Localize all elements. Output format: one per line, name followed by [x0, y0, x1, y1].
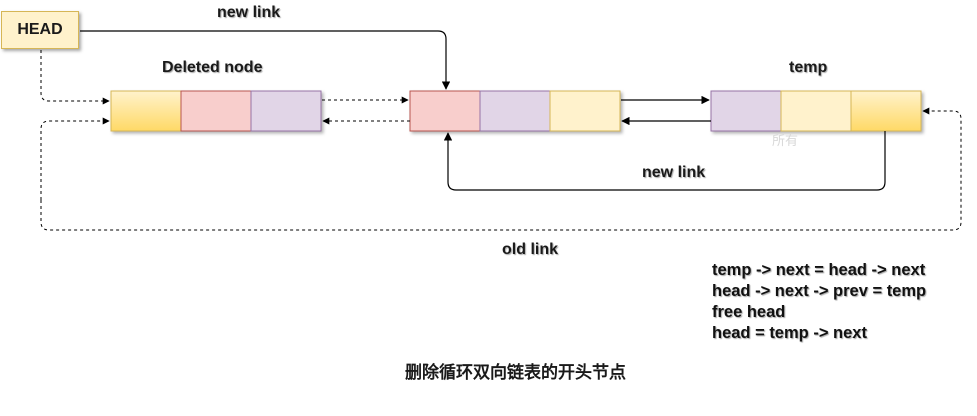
middle-node-cell-1 [409, 90, 481, 132]
new-link-top-arrow [80, 30, 451, 90]
head-to-deleted-arrow [40, 50, 110, 105]
temp-node-cell-3 [850, 90, 922, 132]
old-link-arrow-to-deleted [40, 117, 110, 200]
temp-node-cell-1 [710, 90, 782, 132]
watermark: 所有 [772, 133, 799, 148]
code-line-4: head = temp -> next [712, 324, 867, 342]
middle-node-cell-3 [549, 90, 621, 132]
deleted-node-cell-3 [250, 90, 322, 132]
code-block: temp -> next = head -> next head -> next… [712, 260, 926, 344]
head-label: HEAD [17, 21, 63, 38]
temp-label: temp [789, 59, 828, 76]
deleted-node-cell-2 [180, 90, 252, 132]
deleted-node-cell-1 [110, 90, 182, 132]
code-line-2: head -> next -> prev = temp [712, 282, 927, 300]
head-box: HEAD [1, 11, 79, 49]
caption: 删除循环双向链表的开头节点 [405, 363, 626, 383]
old-link-arrow-to-temp [40, 107, 962, 231]
old-link-label: old link [502, 241, 558, 258]
middle-node [409, 90, 621, 132]
code-line-3: free head [712, 303, 786, 321]
new-link-top-label: new link [217, 4, 281, 21]
middle-node-cell-2 [479, 90, 551, 132]
deleted-node-label: Deleted node [162, 59, 263, 76]
new-link-bottom-arrow [443, 131, 886, 191]
deleted-node [110, 90, 322, 132]
temp-node-cell-2 [780, 90, 852, 132]
new-link-bottom-label: new link [642, 164, 706, 181]
temp-node [710, 90, 922, 132]
code-line-1: temp -> next = head -> next [712, 261, 926, 279]
